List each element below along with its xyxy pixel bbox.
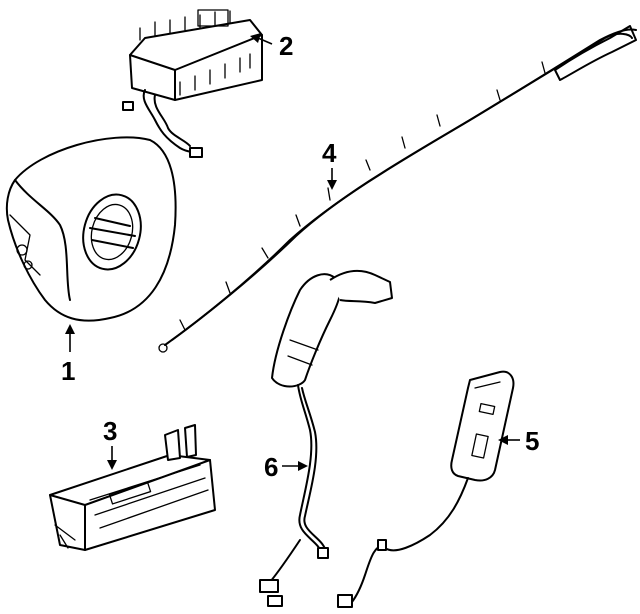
part-6-side-airbag — [259, 269, 393, 607]
part-4-curtain-airbag — [158, 25, 637, 353]
part-2-passenger-airbag — [122, 9, 263, 158]
callout-5: 5 — [525, 426, 539, 456]
callout-3: 3 — [103, 416, 117, 446]
callout-2: 2 — [279, 31, 293, 61]
part-1-driver-airbag — [5, 136, 177, 322]
callout-6: 6 — [264, 452, 278, 482]
part-5-sensor — [337, 370, 515, 608]
callout-4: 4 — [322, 138, 337, 168]
callout-1: 1 — [61, 356, 75, 386]
part-3-knee-airbag — [49, 424, 216, 551]
leader-lines — [65, 33, 520, 471]
